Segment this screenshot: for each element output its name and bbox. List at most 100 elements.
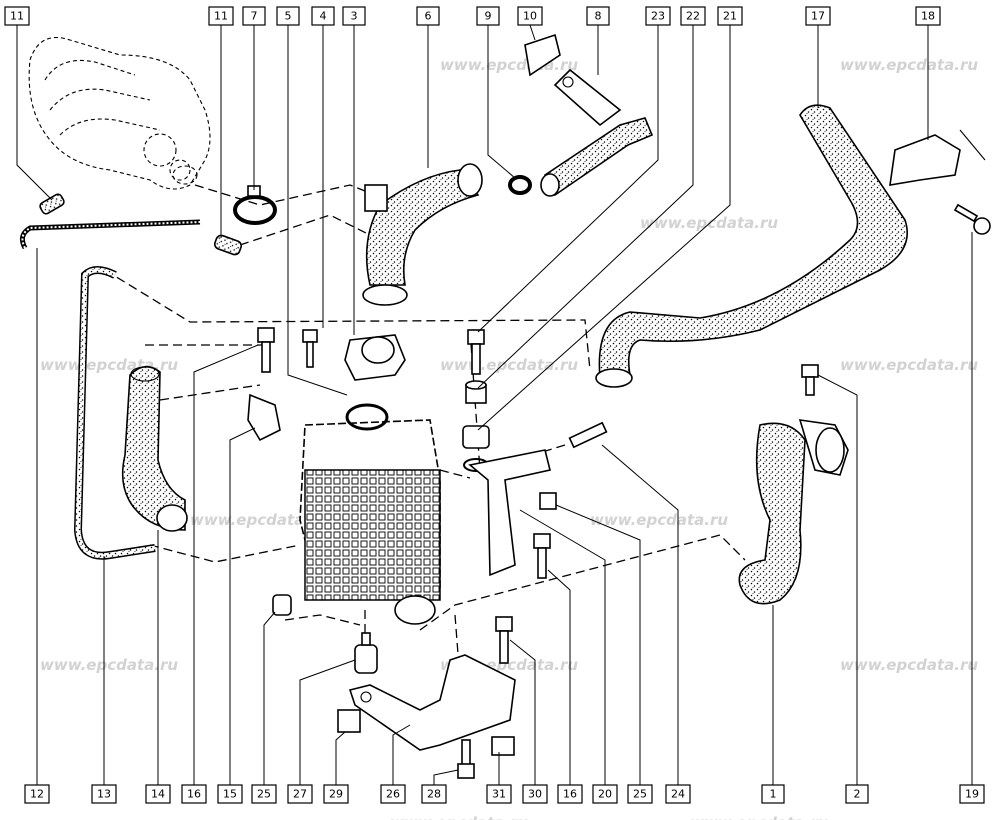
callout-box: 30 (522, 784, 548, 804)
callout-box: 2 (845, 784, 869, 804)
hose-17 (595, 104, 909, 388)
bolt-28 (457, 739, 475, 779)
rubber-mount-27 (354, 632, 378, 674)
watermark-text: www.epcdata.ru (390, 814, 528, 820)
callout-label: 20 (598, 788, 612, 801)
callout-box: 1 (761, 784, 785, 804)
callout-label: 29 (329, 788, 343, 801)
callout-box: 11 (208, 6, 234, 26)
callout-box: 20 (592, 784, 618, 804)
hose-1 (738, 419, 849, 605)
hose-14 (121, 365, 188, 532)
callout-box: 25 (627, 784, 653, 804)
bracket-18 (889, 129, 986, 186)
callout-label: 31 (492, 788, 506, 801)
callout-box: 23 (645, 6, 671, 26)
hose-13 (73, 266, 156, 560)
watermark-text: www.epcdata.ru (40, 656, 178, 674)
intercooler (299, 403, 441, 625)
callout-box: 25 (251, 784, 277, 804)
callout-label: 13 (97, 788, 111, 801)
callout-label: 2 (854, 788, 861, 801)
hose-clamp-9 (508, 175, 532, 195)
callout-label: 19 (965, 788, 979, 801)
callout-label: 14 (151, 788, 165, 801)
watermark-text: www.epcdata.ru (840, 56, 978, 74)
callout-box: 7 (242, 6, 266, 26)
callout-box: 31 (486, 784, 512, 804)
callout-box: 3 (342, 6, 366, 26)
bolt-4 (302, 329, 318, 368)
watermark-text: www.epcdata.ru (590, 511, 728, 529)
callout-label: 8 (595, 10, 602, 23)
leader-lines-bottom (36, 232, 973, 785)
callout-label: 16 (563, 788, 577, 801)
callout-box: 11 (4, 6, 30, 26)
callout-box: 14 (145, 784, 171, 804)
leader-lines-top (16, 24, 929, 431)
callout-box: 26 (380, 784, 406, 804)
watermark-text: www.epcdata.ru (440, 56, 578, 74)
callouts-top: 11 11 7 5 4 3 6 9 10 8 23 22 21 17 18 (4, 6, 941, 26)
callout-box: 15 (217, 784, 243, 804)
hose-12 (19, 193, 201, 250)
watermark-layer: www.epcdata.ru www.epcdata.ru www.epcdat… (40, 56, 978, 674)
grommet-25 (272, 594, 292, 616)
watermark-text: www.epcdata.ru (840, 656, 978, 674)
bolt-24 (568, 421, 608, 449)
bolt-19 (953, 203, 991, 235)
bolt-16b (533, 533, 551, 579)
callout-label: 3 (351, 10, 358, 23)
bolt-16 (257, 327, 275, 373)
rubber-mount-21 (462, 425, 490, 472)
callout-label: 24 (671, 788, 685, 801)
intake-pipe-8 (540, 68, 654, 197)
clip-15 (247, 393, 281, 442)
callout-box: 5 (276, 6, 300, 26)
callout-label: 30 (528, 788, 542, 801)
callout-box: 13 (91, 784, 117, 804)
callout-label: 27 (293, 788, 307, 801)
callout-label: 18 (921, 10, 935, 23)
lower-bracket-26 (348, 654, 516, 751)
callout-box: 4 (311, 6, 335, 26)
bushing-22 (465, 380, 487, 404)
watermark-text: www.epcdata.ru (840, 356, 978, 374)
callout-box: 17 (805, 6, 831, 26)
valve-3 (344, 334, 406, 381)
callout-box: 18 (915, 6, 941, 26)
intake-manifold (28, 36, 211, 190)
callout-label: 23 (651, 10, 665, 23)
callout-label: 25 (257, 788, 271, 801)
callout-label: 4 (320, 10, 327, 23)
callout-label: 28 (427, 788, 441, 801)
callout-label: 12 (30, 788, 44, 801)
callout-label: 16 (187, 788, 201, 801)
watermark-text: www.epcdata.ru (190, 511, 328, 529)
turbo-inlet-elbow-6 (362, 163, 483, 306)
callout-label: 11 (214, 10, 228, 23)
assembly-dashed-lines (104, 184, 746, 681)
callout-box: 16 (557, 784, 583, 804)
callout-label: 17 (811, 10, 825, 23)
nut-31 (491, 736, 515, 756)
callout-label: 26 (386, 788, 400, 801)
callout-label: 22 (686, 10, 700, 23)
callout-label: 9 (485, 10, 492, 23)
bolt-30 (495, 616, 513, 664)
callout-box: 10 (517, 6, 543, 26)
callout-label: 1 (770, 788, 777, 801)
connector-11 (213, 234, 243, 256)
callout-label: 25 (633, 788, 647, 801)
callout-label: 11 (10, 10, 24, 23)
callout-box: 27 (287, 784, 313, 804)
callout-label: 6 (425, 10, 432, 23)
callout-label: 10 (523, 10, 537, 23)
callout-box: 22 (680, 6, 706, 26)
bolt-2 (801, 364, 819, 396)
bracket-20 (468, 449, 551, 577)
callout-box: 19 (959, 784, 985, 804)
callout-box: 6 (416, 6, 440, 26)
watermark-text: www.epcdata.ru (690, 814, 828, 820)
